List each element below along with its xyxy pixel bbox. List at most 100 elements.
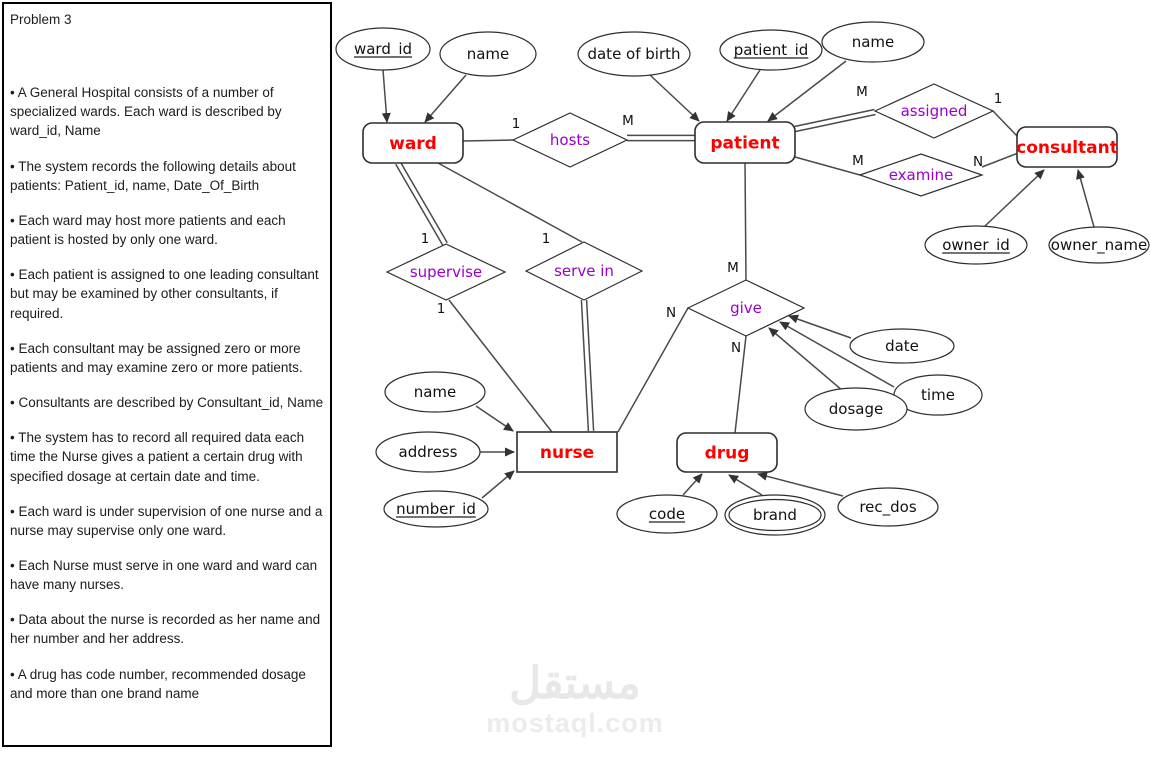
problem-bullet: • The system records the following detai… — [10, 158, 296, 193]
entity-nurse — [516, 431, 618, 473]
edge-patient-to-examine — [794, 156, 861, 176]
cardinality-supervise-ward: 1 — [421, 231, 430, 247]
edge-layer — [381, 60, 1095, 499]
entity-drug — [676, 432, 778, 473]
edge-date-to-give — [788, 314, 852, 339]
problem-title: Problem 3 — [10, 12, 72, 27]
edge-ward-to-hosts — [462, 139, 514, 142]
edge-number-id-to-nurse — [481, 470, 515, 499]
relationship-label-assigned: assigned — [901, 102, 968, 120]
relationship-label-hosts: hosts — [550, 131, 590, 149]
cardinality-serve-in-ward: 1 — [542, 231, 551, 247]
relationship-examine — [858, 153, 984, 197]
attribute-label-ward-id: ward_id — [354, 40, 412, 59]
problem-bullet: • A drug has code number, recommended do… — [10, 666, 306, 701]
edge-give-to-drug — [734, 335, 747, 434]
attribute-label-code: code — [649, 505, 685, 523]
attribute-label-ward-name: name — [467, 45, 510, 63]
edge-ward-id-to-ward — [381, 69, 391, 123]
attribute-label-patient-id: patient_id — [734, 41, 809, 60]
entity-label-drug: drug — [705, 444, 750, 464]
problem-bullet: • A General Hospital consists of a numbe… — [10, 85, 282, 139]
edge-owner-id-to-consultant — [984, 169, 1045, 227]
edge-give-to-nurse — [617, 307, 689, 433]
edge-time-to-give — [779, 321, 895, 388]
edge-brand-to-drug — [728, 474, 763, 496]
edge-date-of-birth-to-patient — [649, 74, 700, 122]
cardinality-hosts-ward: 1 — [512, 116, 521, 132]
cardinality-examine-consultant: N — [973, 154, 983, 170]
attribute-label-time: time — [921, 386, 955, 404]
attribute-patient-name — [821, 21, 925, 63]
edge-patient-to-give — [744, 162, 747, 281]
edge-patient-to-assigned — [794, 108, 875, 128]
relationship-label-serve-in: serve in — [554, 262, 614, 280]
edge-ward-to-supervise — [395, 163, 444, 246]
problem-bullet: • The system has to record all required … — [10, 430, 305, 484]
edge-rec-dos-to-drug — [757, 471, 844, 497]
edge-assigned-to-consultant — [992, 110, 1019, 138]
attribute-inner-ring-brand — [728, 498, 822, 532]
entity-label-consultant: consultant — [1016, 138, 1118, 158]
attribute-owner-id — [924, 225, 1028, 265]
attribute-patient-id — [719, 29, 823, 71]
attribute-code — [616, 494, 718, 534]
attribute-ward-name — [439, 31, 537, 77]
attribute-date — [849, 328, 955, 364]
problem-bullet: • Each ward is under supervision of one … — [10, 503, 323, 538]
edge-serve-in-to-nurse — [580, 300, 590, 432]
cardinality-assigned-consultant: 1 — [994, 91, 1003, 107]
relationship-hosts — [511, 112, 629, 168]
relationship-assigned — [873, 83, 995, 139]
edge-code-to-drug — [682, 473, 703, 496]
attribute-label-patient-name: name — [852, 33, 895, 51]
problem-bullet: • Each patient is assigned to one leadin… — [10, 267, 319, 321]
attribute-number-id — [383, 490, 489, 528]
attribute-brand — [724, 494, 826, 536]
entity-patient — [694, 121, 796, 164]
problem-bullet: • Each consultant may be assigned zero o… — [10, 340, 303, 375]
panel-bullets: • A General Hospital consists of a numbe… — [10, 83, 326, 703]
attribute-label-rec-dos: rec_dos — [859, 498, 917, 517]
edge-patient-to-assigned — [795, 113, 876, 133]
cardinality-give-nurse: N — [666, 305, 676, 321]
attribute-label-address: address — [399, 443, 458, 461]
edge-supervise-to-nurse — [448, 299, 553, 433]
entity-label-nurse: nurse — [540, 443, 594, 463]
attribute-dosage — [804, 387, 908, 431]
relationship-give — [686, 279, 806, 337]
edge-ward-to-serve-in — [437, 162, 583, 243]
edge-patient-id-to-patient — [726, 69, 761, 122]
entity-label-patient: patient — [710, 134, 779, 154]
problem-bullet: • Consultants are described by Consultan… — [10, 395, 324, 411]
attribute-label-number-id: number_id — [396, 500, 476, 519]
edge-nurse-name-to-nurse — [475, 405, 514, 432]
attribute-ward-id — [335, 27, 431, 71]
relationship-supervise — [385, 243, 507, 301]
cardinality-hosts-patient: M — [622, 113, 634, 129]
cardinality-assigned-patient: M — [856, 84, 868, 100]
edge-ward-to-supervise — [399, 161, 448, 244]
edge-examine-to-consultant — [981, 152, 1019, 168]
attribute-label-owner-name: owner_name — [1051, 236, 1147, 255]
edge-serve-in-to-nurse — [585, 299, 595, 431]
edge-owner-name-to-consultant — [1076, 169, 1095, 228]
attribute-label-brand: brand — [753, 506, 797, 524]
edge-ward-name-to-ward — [424, 74, 467, 123]
attribute-label-date: date — [885, 337, 919, 355]
attribute-rec-dos — [837, 487, 939, 527]
problem-bullet: • Each ward may host more patients and e… — [10, 212, 286, 248]
entity-label-ward: ward — [389, 134, 437, 154]
cardinality-give-drug: N — [731, 340, 741, 356]
relationship-label-supervise: supervise — [410, 263, 482, 281]
edge-patient-name-to-patient — [767, 60, 847, 122]
cardinality-examine-patient: M — [852, 153, 864, 169]
cardinality-supervise-nurse: 1 — [437, 301, 446, 317]
attribute-label-nurse-name: name — [414, 383, 457, 401]
shape-layer: ward patient consultant nurse drug hosts assig… — [335, 21, 1150, 536]
attribute-date-of-birth — [577, 31, 691, 77]
attribute-nurse-name — [384, 371, 486, 413]
attribute-label-owner-id: owner_id — [942, 236, 1010, 255]
